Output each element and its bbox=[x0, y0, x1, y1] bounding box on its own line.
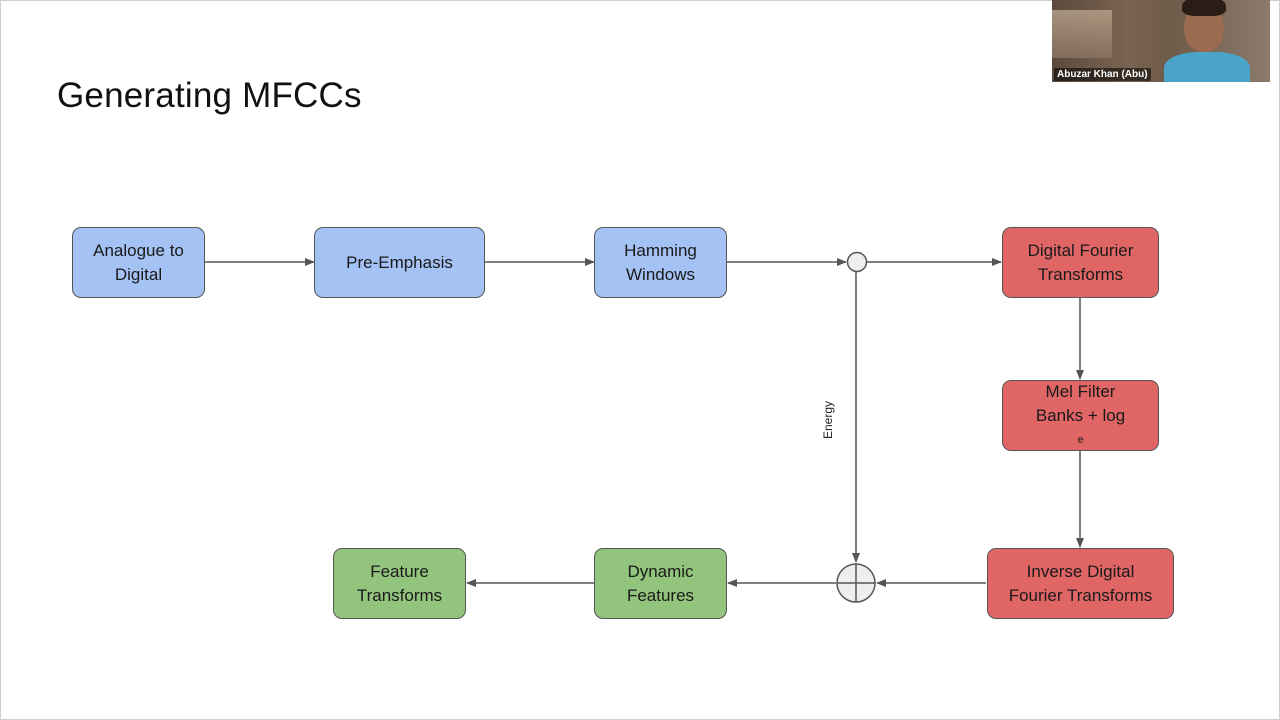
node-label-line: Features bbox=[626, 585, 695, 605]
node-mel-filter-banks: Mel Filter Banks + log e bbox=[1002, 380, 1159, 451]
node-label-line: Digital Fourier bbox=[1027, 240, 1134, 260]
node-label-line: Fourier Transforms bbox=[1008, 585, 1153, 605]
node-analogue-to-digital: Analogue to Digital bbox=[72, 227, 205, 298]
node-label-text: Banks + log bbox=[1035, 405, 1126, 425]
summing-junction bbox=[836, 563, 876, 603]
node-hamming-windows: Hamming Windows bbox=[594, 227, 727, 298]
node-label-line: Feature bbox=[370, 561, 429, 581]
node-label-line: Transforms bbox=[356, 585, 443, 605]
node-label-line: Windows bbox=[626, 264, 695, 284]
splitter-junction bbox=[846, 251, 868, 273]
participant-name-label: Abuzar Khan (Abu) bbox=[1054, 68, 1151, 81]
node-label-line: Digital bbox=[114, 264, 163, 284]
node-digital-fourier-transforms: Digital Fourier Transforms bbox=[1002, 227, 1159, 298]
node-label-line: Banks + log e bbox=[1036, 404, 1125, 452]
node-inverse-digital-fourier-transforms: Inverse Digital Fourier Transforms bbox=[987, 548, 1174, 619]
node-label-line: Dynamic bbox=[627, 561, 694, 581]
node-pre-emphasis: Pre-Emphasis bbox=[314, 227, 485, 298]
energy-label: Energy bbox=[821, 400, 835, 440]
node-label-line: Pre-Emphasis bbox=[346, 252, 453, 272]
log-base-subscript: e bbox=[1077, 433, 1084, 446]
node-label-line: Inverse Digital bbox=[1026, 561, 1135, 581]
node-dynamic-features: Dynamic Features bbox=[594, 548, 727, 619]
node-label-line: Analogue to bbox=[93, 240, 184, 260]
node-label-line: Transforms bbox=[1037, 264, 1124, 284]
node-feature-transforms: Feature Transforms bbox=[333, 548, 466, 619]
avatar-shirt bbox=[1164, 52, 1250, 82]
video-background-window bbox=[1052, 10, 1112, 58]
participant-video-tile[interactable]: Abuzar Khan (Abu) bbox=[1052, 0, 1270, 82]
node-label-line: Hamming bbox=[624, 240, 697, 260]
node-label-line: Mel Filter bbox=[1045, 381, 1116, 401]
participant-avatar bbox=[1160, 0, 1250, 82]
slide-title: Generating MFCCs bbox=[57, 76, 362, 115]
avatar-hair bbox=[1182, 0, 1226, 16]
